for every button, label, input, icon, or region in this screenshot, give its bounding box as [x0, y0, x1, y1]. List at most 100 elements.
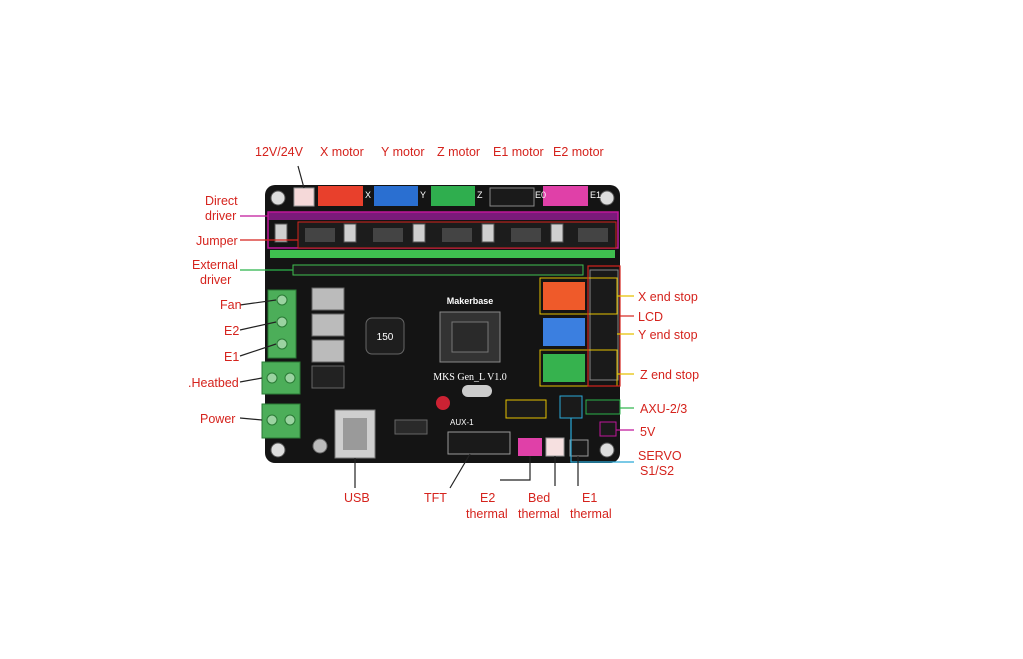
label-lcd: LCD — [638, 310, 664, 324]
jumper-block — [305, 228, 335, 242]
crystal — [462, 385, 492, 397]
label-y-end-stop: Y end stop — [638, 328, 698, 342]
terminal-screw — [276, 294, 288, 306]
external-driver-row — [292, 264, 584, 276]
terminal-screw — [266, 372, 278, 384]
leader-e1 — [239, 343, 277, 357]
leader-power — [239, 417, 263, 421]
inductor — [365, 317, 405, 355]
jumper-block — [373, 228, 403, 242]
mosfet — [311, 313, 345, 337]
label-x-motor: X motor — [320, 145, 364, 159]
e1-thermal-connector — [569, 439, 589, 457]
label-x-end-stop: X end stop — [638, 290, 698, 304]
endstop-outline-yz — [539, 349, 618, 387]
label-e2-thermal-line2: thermal — [466, 507, 508, 521]
label-5v: 5V — [640, 425, 656, 439]
e1-motor-connector — [489, 187, 535, 207]
bed-thermal-connector — [545, 437, 565, 457]
mount-hole — [599, 442, 615, 458]
y-endstop-connector — [543, 318, 585, 346]
reset-button — [436, 396, 450, 410]
label-tft: TFT — [424, 491, 447, 505]
jumper-block — [442, 228, 472, 242]
leader-fan — [239, 299, 277, 306]
axis-mark-z: Z — [477, 190, 483, 200]
jumper-block — [511, 228, 541, 242]
tft-header — [447, 431, 511, 455]
lcd-outline — [587, 265, 621, 387]
label-bed-thermal-line2: thermal — [518, 507, 560, 521]
label-z-motor: Z motor — [437, 145, 481, 159]
terminal-screw — [276, 316, 288, 328]
terminal-screw — [284, 372, 296, 384]
leader-servo — [570, 418, 634, 463]
servo-header — [559, 395, 583, 419]
mosfet — [311, 339, 345, 363]
y-motor-connector — [374, 186, 418, 206]
label-external-driver-line1: External — [192, 258, 238, 272]
mount-hole — [599, 190, 615, 206]
leader-tft — [449, 453, 471, 489]
capacitor — [274, 223, 288, 243]
axis-mark-e1: E1 — [590, 190, 601, 200]
capacitor — [412, 223, 426, 243]
terminal-screw — [276, 338, 288, 350]
capacitor — [550, 223, 564, 243]
label-usb: USB — [344, 491, 370, 505]
mount-hole — [270, 190, 286, 206]
mosfet — [311, 365, 345, 389]
capacitor — [312, 438, 328, 454]
e2-thermal-connector — [518, 438, 542, 456]
mcu-die — [451, 321, 489, 353]
chip — [394, 419, 428, 435]
label-e1-motor: E1 motor — [493, 145, 544, 159]
model-label: MKS Gen_L V1.0 — [433, 372, 507, 383]
x-motor-connector — [318, 186, 363, 206]
label-e1-thermal-line2: thermal — [570, 507, 612, 521]
label-e2-thermal-line1: E2 — [480, 491, 496, 505]
label-e2-motor: E2 motor — [553, 145, 604, 159]
jumper-block — [578, 228, 608, 242]
leader-heatbed — [239, 377, 263, 383]
label-direct-driver-line1: Direct — [205, 194, 238, 208]
leader-e2 — [239, 321, 277, 331]
leader-e2-thermal — [500, 456, 531, 481]
label-z-end-stop: Z end stop — [640, 368, 700, 382]
direct-driver-strip — [268, 212, 618, 220]
brand-label: Makerbase — [447, 296, 494, 306]
label-12v-24v: 12V/24V — [255, 145, 303, 159]
axis-mark-y: Y — [420, 190, 426, 200]
label-heatbed: .Heatbed — [188, 376, 239, 390]
mosfet — [311, 287, 345, 311]
capacitor — [481, 223, 495, 243]
capacitor — [343, 223, 357, 243]
leader-12v — [297, 165, 305, 189]
e2-motor-connector — [543, 186, 588, 206]
z-motor-connector — [431, 186, 475, 206]
aux-header-left — [505, 399, 547, 419]
terminal-screw — [284, 414, 296, 426]
label-e1: E1 — [224, 350, 240, 364]
label-servo-line1: SERVO — [638, 449, 682, 463]
terminal-screw — [266, 414, 278, 426]
axis-mark-e0: E0 — [535, 190, 546, 200]
driver-header-row — [270, 250, 615, 258]
label-power: Power — [200, 412, 236, 426]
z-endstop-connector — [543, 354, 585, 382]
lcd-header — [589, 269, 619, 381]
label-bed-thermal-line1: Bed — [528, 491, 551, 505]
label-e2: E2 — [224, 324, 240, 338]
label-external-driver-line2: driver — [200, 273, 232, 287]
label-servo-line2: S1/S2 — [640, 464, 675, 478]
label-fan: Fan — [220, 298, 242, 312]
label-e1-thermal-line1: E1 — [582, 491, 598, 505]
aux1-label: AUX-1 — [450, 418, 474, 427]
aux-header-right — [585, 399, 621, 415]
inductor-label: 150 — [377, 332, 394, 343]
label-direct-driver-line2: driver — [205, 209, 237, 223]
label-jumper: Jumper — [196, 234, 238, 248]
label-y-motor: Y motor — [381, 145, 425, 159]
